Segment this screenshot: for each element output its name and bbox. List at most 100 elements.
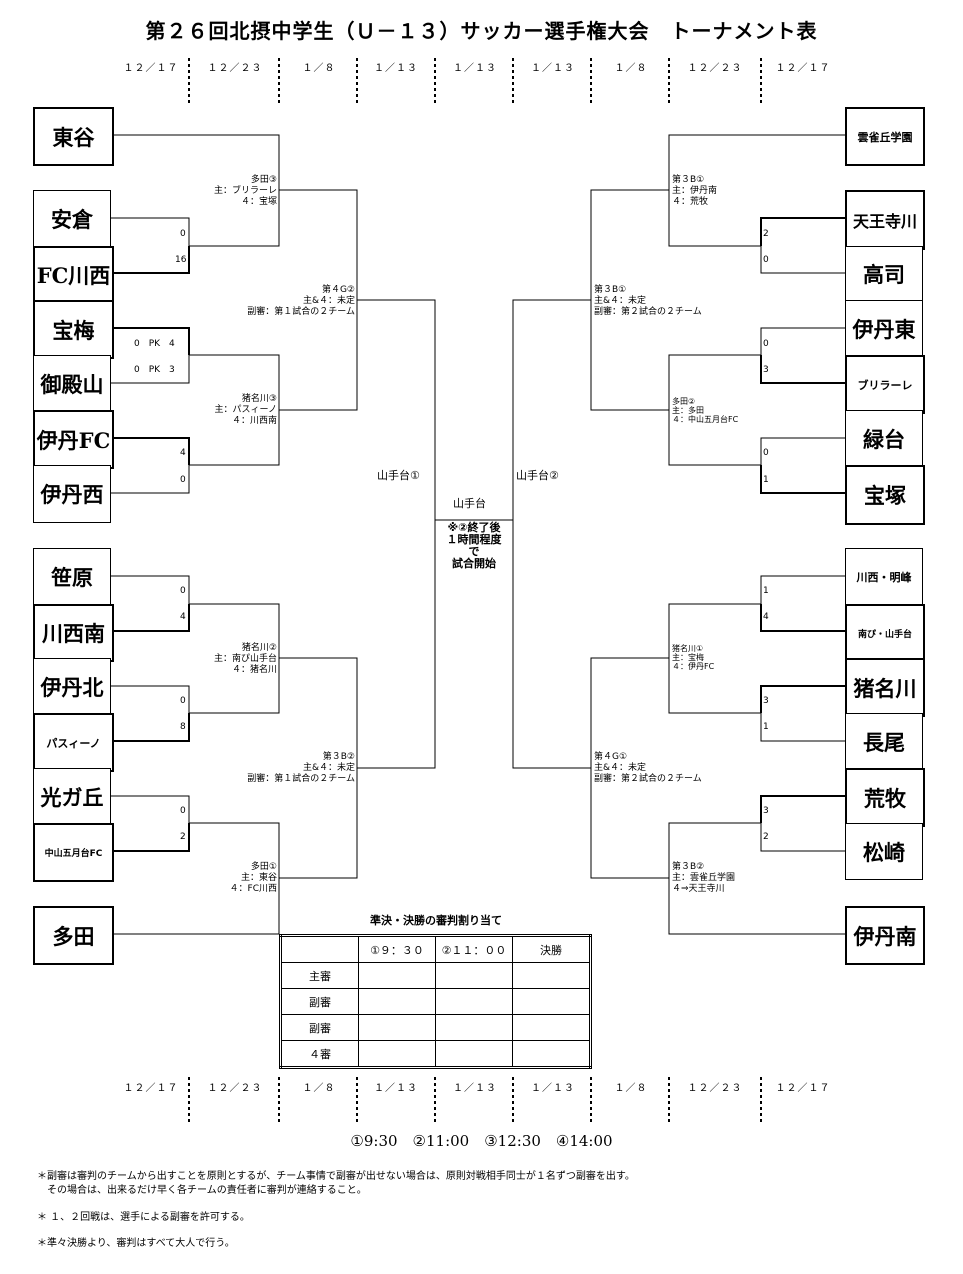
score: 0 <box>763 448 769 458</box>
table-header: ②１１：００ <box>435 935 513 963</box>
referee-table: ①９：３０ ②１１：００ 決勝 主審 副審 副審 ４審 <box>279 934 592 1069</box>
date-label: １２／２３ <box>687 1083 743 1094</box>
date-label: １／８ <box>614 1083 648 1094</box>
team-box: パスィーノ <box>33 713 114 772</box>
note-text: ＊ １、２回戦は、選手による副審を許可する。 <box>37 1212 250 1223</box>
table-cell <box>512 1040 591 1068</box>
team-box: 安倉 <box>33 190 111 248</box>
team-box: 伊丹西 <box>33 465 111 523</box>
team-box: 松崎 <box>845 823 923 880</box>
score: 2 <box>763 229 769 239</box>
team-box: 東谷 <box>33 107 114 166</box>
table-row-label: 副審 <box>280 988 359 1015</box>
team-box: 長尾 <box>845 713 923 770</box>
score: 0 <box>763 339 769 349</box>
team-box: 高司 <box>845 246 923 302</box>
page-title: 第２６回北摂中学生（Ｕ－１３）サッカー選手権大会 トーナメント表 <box>145 19 818 43</box>
team-box: 光ガ丘 <box>33 768 111 825</box>
date-label: １／１３ <box>374 1083 418 1094</box>
score: 3 <box>763 806 769 816</box>
score: 2 <box>180 832 186 842</box>
date-label: １／１３ <box>453 1083 497 1094</box>
team-box: 伊丹南 <box>845 906 925 965</box>
date-label: １２／２３ <box>687 63 743 74</box>
score: 0 <box>180 229 186 239</box>
team-box: 天王寺川 <box>845 190 925 250</box>
table-header <box>280 935 359 963</box>
score: 1 <box>763 475 769 485</box>
score: 3 <box>763 696 769 706</box>
team-box: 猪名川 <box>845 658 925 717</box>
team-box: 伊丹FC <box>33 410 114 469</box>
table-cell <box>435 1040 513 1068</box>
score: 8 <box>180 722 186 732</box>
table-cell <box>435 962 513 989</box>
date-label: １／８ <box>302 1083 336 1094</box>
score: 1 <box>763 722 769 732</box>
score: 1 <box>763 586 769 596</box>
date-label: １２／１７ <box>775 1083 831 1094</box>
score: 2 <box>763 832 769 842</box>
score: 3 <box>763 365 769 375</box>
table-header: 決勝 <box>512 935 591 963</box>
team-box: 笹原 <box>33 548 111 606</box>
team-box: 緑台 <box>845 410 923 467</box>
score: 0 PK 3 <box>134 365 175 375</box>
ref-table-caption: 準決・決勝の審判割り当て <box>370 914 502 927</box>
table-cell <box>358 1014 436 1041</box>
score: 0 <box>180 586 186 596</box>
date-label: １／１３ <box>531 63 575 74</box>
team-box: 川西南 <box>33 604 114 662</box>
date-label: １２／２３ <box>207 1083 263 1094</box>
team-box: ブリラーレ <box>845 355 925 414</box>
team-box: 多田 <box>33 906 114 965</box>
score: 0 PK 4 <box>134 339 175 349</box>
team-box: 雲雀丘学園 <box>845 107 925 166</box>
table-row-label: ４審 <box>280 1040 359 1068</box>
score: 0 <box>763 255 769 265</box>
date-label: １２／２３ <box>207 63 263 74</box>
team-box: 川西・明峰 <box>845 548 923 606</box>
score: 4 <box>763 612 769 622</box>
table-cell <box>512 988 591 1015</box>
date-label: １／１３ <box>453 63 497 74</box>
date-label: １２／１７ <box>775 63 831 74</box>
score: 4 <box>180 612 186 622</box>
note-text: ＊準々決勝より、審判はすべて大人で行う。 <box>37 1238 235 1249</box>
score: 0 <box>180 806 186 816</box>
team-box: 宝梅 <box>33 300 114 359</box>
team-box: 宝塚 <box>845 465 925 525</box>
table-row-label: 主審 <box>280 962 359 989</box>
team-box: 伊丹東 <box>845 300 923 357</box>
date-label: １／１３ <box>374 63 418 74</box>
table-cell <box>358 988 436 1015</box>
venue-label: 山手台② <box>516 469 559 482</box>
score: 4 <box>180 448 186 458</box>
table-cell <box>358 1040 436 1068</box>
table-cell <box>435 1014 513 1041</box>
score: 16 <box>175 255 187 265</box>
table-header: ①９：３０ <box>358 935 436 963</box>
table-cell <box>512 1014 591 1041</box>
team-box: 中山五月台FC <box>33 823 114 882</box>
note-text: ＊副審は審判のチームから出すことを原則とするが、チーム事情で副審が出せない場合は… <box>37 1171 635 1182</box>
schedule: ①9:30 ②11:00 ③12:30 ④14:00 <box>350 1132 613 1150</box>
team-box: 南ぴ・山手台 <box>845 604 925 662</box>
venue-label: 山手台 <box>453 497 486 510</box>
table-cell <box>435 988 513 1015</box>
table-cell <box>358 962 436 989</box>
